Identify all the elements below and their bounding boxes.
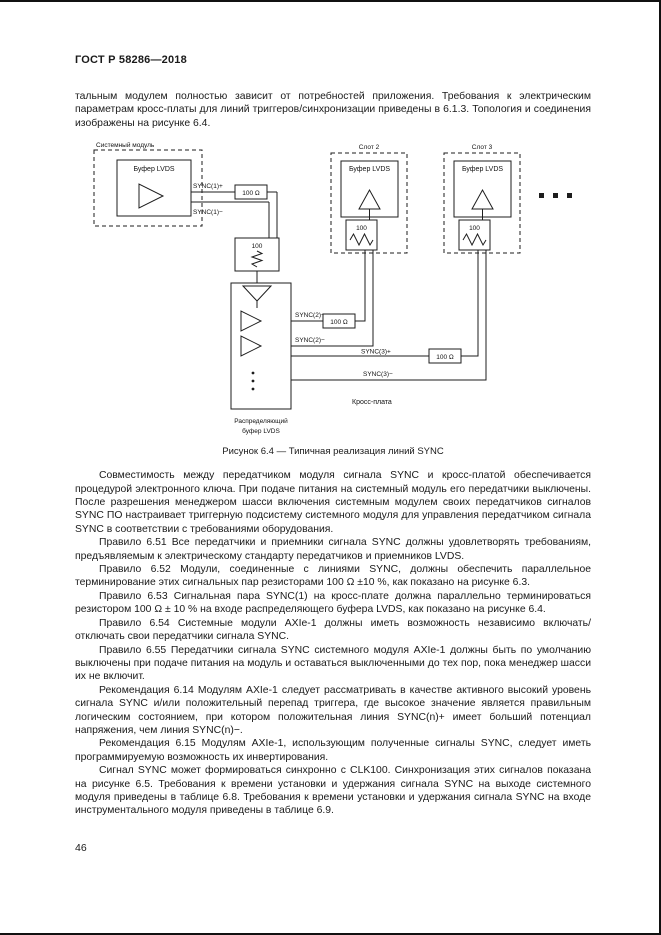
out-buffer-triangle-a-icon xyxy=(240,310,263,333)
page-number: 46 xyxy=(75,842,87,854)
slot2-block: Слот 2 Буфер LVDS 100 xyxy=(330,144,408,254)
label-sync2-minus: SYNC(2)− xyxy=(295,337,325,344)
sync2-sync3-wires xyxy=(261,250,487,381)
doc-header: ГОСТ Р 58286—2018 xyxy=(75,54,187,66)
system-module-block: Системный модуль Буфер LVDS xyxy=(93,141,203,227)
recommendation-6-15: Рекомендация 6.15 Модулям AXIe-1, исполь… xyxy=(75,738,591,763)
slot3-block: Слот 3 Буфер LVDS 100 xyxy=(443,144,521,254)
page-content: ГОСТ Р 58286—2018 тальным модулем полнос… xyxy=(75,54,591,818)
sync23-annotations: SYNC(2)+ 100 Ω SYNC(2)− SYNC(3)+ 100 Ω S… xyxy=(295,312,462,406)
slot2-label: Слот 2 xyxy=(359,144,380,151)
resistor-zigzag-icon xyxy=(349,233,374,247)
dist-buffer-label-1: Распределяющий xyxy=(234,417,288,425)
ellipsis-square xyxy=(539,193,544,199)
figure-caption: Рисунок 6.4 — Типичная реализация линий … xyxy=(222,446,444,458)
termination-value-crossplate: 100 xyxy=(252,243,263,250)
ellipsis-dot xyxy=(251,371,255,375)
crossplate-label: Кросс-плата xyxy=(352,399,392,406)
sync1-annotations: SYNC(1)+ 100 Ω SYNC(1)− 100 xyxy=(193,183,280,272)
impedance-box-3 xyxy=(428,348,462,364)
system-module-frame xyxy=(93,149,203,227)
buffer-triangle-icon xyxy=(138,183,165,210)
slot2-frame xyxy=(330,152,408,254)
system-module-label: Системный модуль xyxy=(96,141,155,149)
label-sync3-minus: SYNC(3)− xyxy=(363,371,393,378)
out-buffer-triangle-b-icon xyxy=(240,335,263,358)
label-sync3-plus: SYNC(3)+ xyxy=(361,349,391,356)
slot2-termination-value: 100 xyxy=(356,225,367,232)
rule-6-55: Правило 6.55 Передатчики сигнала SYNC си… xyxy=(75,644,591,683)
paragraph-intro: тальным модулем полностью зависит от пот… xyxy=(75,91,591,129)
slot3-label: Слот 3 xyxy=(472,144,493,151)
slot2-termination-box xyxy=(345,219,378,251)
impedance-value-3: 100 Ω xyxy=(436,354,454,361)
ellipsis-dot xyxy=(251,379,255,383)
figure-6-4-diagram: Системный модуль Буфер LVDS SYNC(1)+ 100… xyxy=(93,141,572,435)
impedance-value-2: 100 Ω xyxy=(330,319,348,326)
receiver-triangle-icon xyxy=(471,189,494,210)
label-sync2-plus: SYNC(2)+ xyxy=(295,312,325,319)
paragraph-compatibility: Совместимость между передатчиком модуля … xyxy=(75,470,591,535)
rule-6-54: Правило 6.54 Системные модули AXIe-1 дол… xyxy=(75,617,591,643)
more-slots-ellipsis xyxy=(539,193,572,199)
ellipsis-square xyxy=(553,193,558,199)
impedance-box-2 xyxy=(322,313,356,329)
resistor-zigzag-icon xyxy=(462,233,487,247)
slot3-termination-box xyxy=(458,219,491,251)
buffer-lvds-label: Буфер LVDS xyxy=(462,166,503,173)
rule-6-53: Правило 6.53 Сигнальная пара SYNC(1) на … xyxy=(75,590,591,616)
impedance-value-1: 100 Ω xyxy=(242,190,260,197)
paragraph-sync-clk100: Сигнал SYNC может формироваться синхронн… xyxy=(75,765,591,817)
ellipsis-square xyxy=(567,193,572,199)
receiver-triangle-icon xyxy=(358,189,381,210)
recommendation-6-14: Рекомендация 6.14 Модулям AXIe-1 следует… xyxy=(75,684,591,736)
impedance-box-1 xyxy=(234,184,268,200)
buffer-lvds-label: Буфер LVDS xyxy=(349,166,390,173)
label-sync1-plus: SYNC(1)+ xyxy=(193,183,223,190)
rule-6-51: Правило 6.51 Все передатчики и приемники… xyxy=(75,537,591,562)
termination-box-crossplate xyxy=(234,237,280,272)
dist-buffer-label-2: буфер LVDS xyxy=(242,427,280,435)
buffer-lvds-label: Буфер LVDS xyxy=(133,166,174,173)
system-buffer-box xyxy=(116,159,192,217)
label-sync1-minus: SYNC(1)− xyxy=(193,209,223,216)
input-buffer-triangle-icon xyxy=(241,285,273,302)
distributing-buffer-block: Распределяющий буфер LVDS xyxy=(230,282,292,435)
ellipsis-dot xyxy=(251,387,255,391)
slot3-frame xyxy=(443,152,521,254)
rule-6-52: Правило 6.52 Модули, соединенные с линия… xyxy=(75,564,591,589)
resistor-zigzag-icon xyxy=(250,250,264,268)
slot3-termination-value: 100 xyxy=(469,225,480,232)
